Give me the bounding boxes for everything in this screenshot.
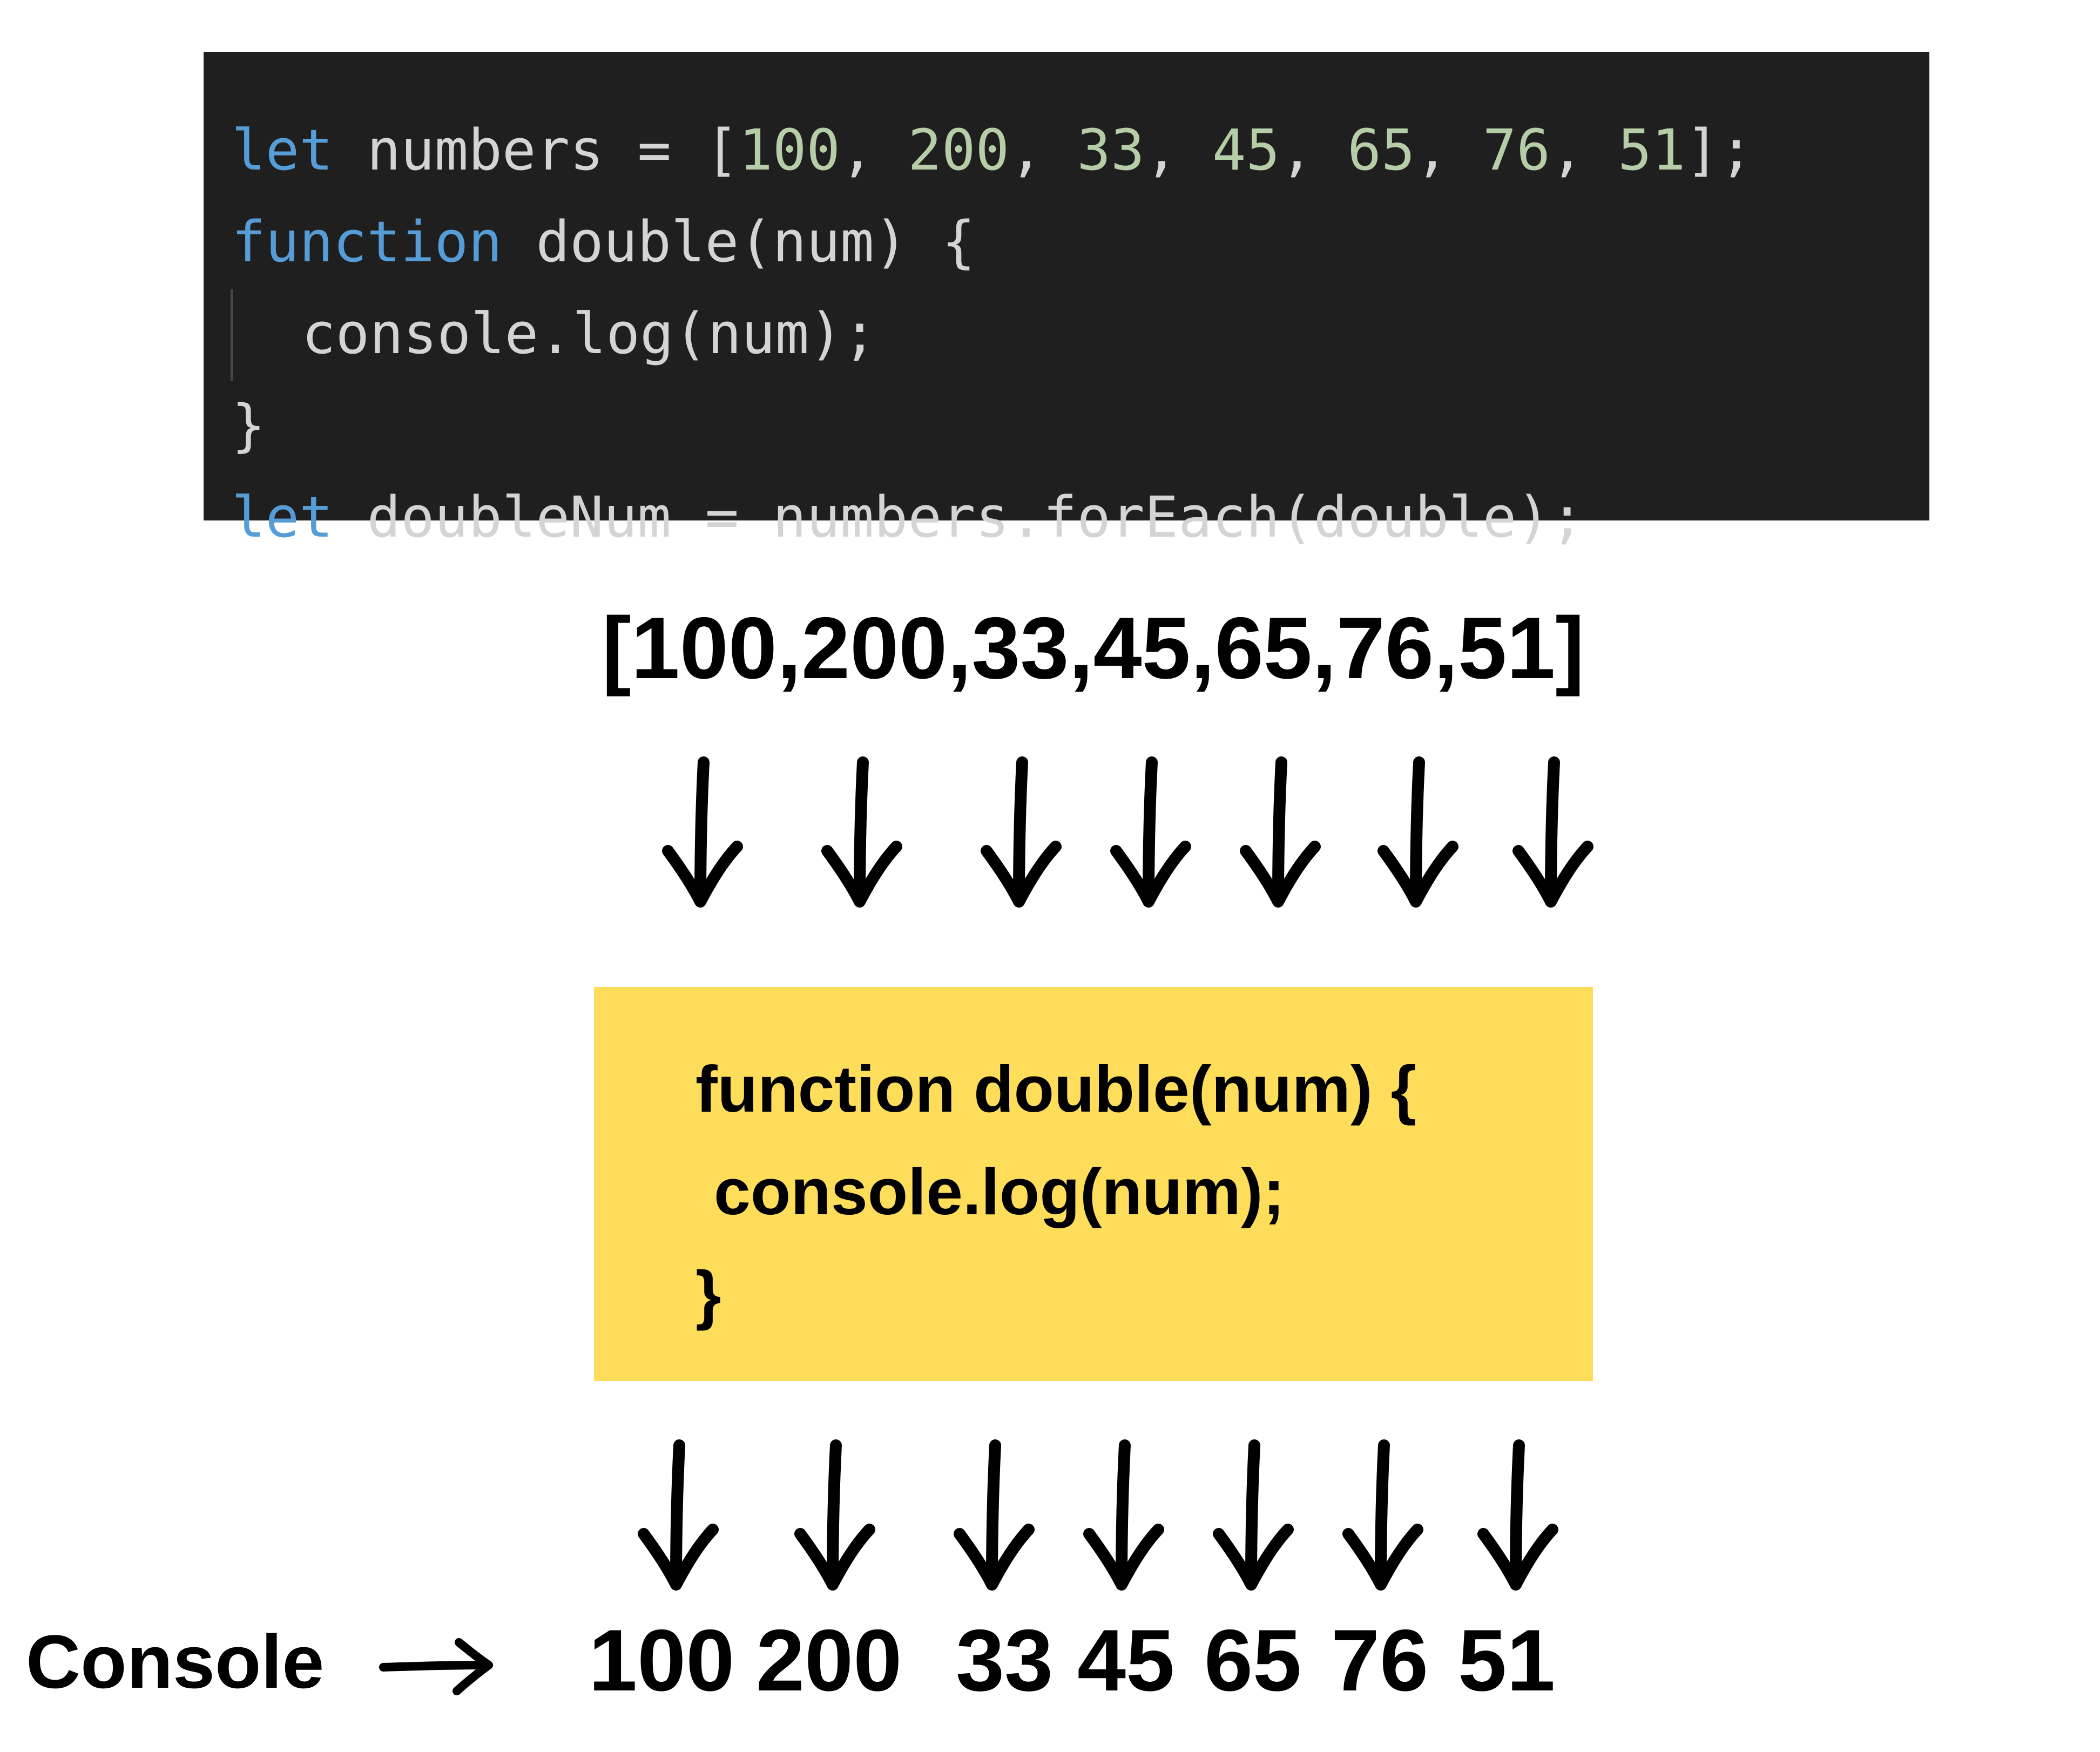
down-arrow-icon [1342, 1439, 1423, 1591]
console-value: 51 [1458, 1612, 1556, 1709]
down-arrow-icon [1213, 1439, 1294, 1591]
code-line-3: console.log(num); [302, 306, 876, 362]
down-arrow-icon [638, 1439, 719, 1591]
code-text: console.log(num); [302, 301, 877, 367]
code-number: 100 [739, 117, 841, 183]
console-value: 65 [1204, 1612, 1302, 1709]
code-text: } [232, 393, 266, 458]
code-text: , [1280, 117, 1348, 183]
function-body: console.log(num); [714, 1155, 1285, 1228]
console-label: Console [26, 1619, 325, 1704]
code-text: numbers = [ [333, 117, 739, 183]
code-text: , [840, 117, 908, 183]
down-arrow-icon [1110, 756, 1191, 908]
code-text: ]; [1685, 117, 1753, 183]
function-close-brace: } [696, 1257, 721, 1331]
function-signature: function double(num) { [696, 1052, 1416, 1126]
down-arrow-icon [1240, 756, 1321, 908]
down-arrow-icon [954, 1439, 1035, 1591]
console-output: 100 200 33 45 65 76 51 [589, 1617, 1561, 1709]
code-text: , [1009, 117, 1077, 183]
indent-guide [231, 289, 233, 381]
console-value: 33 [956, 1612, 1054, 1709]
console-value: 45 [1077, 1612, 1175, 1709]
code-text: double(num) { [502, 209, 976, 275]
code-keyword: function [232, 209, 502, 275]
code-line-4: } [232, 397, 266, 454]
code-text: , [1550, 117, 1618, 183]
code-text: , [1144, 117, 1212, 183]
down-arrow-icon [1083, 1439, 1164, 1591]
down-arrow-icon [821, 756, 902, 908]
down-arrow-icon [662, 756, 743, 908]
code-number: 45 [1212, 117, 1280, 183]
code-line-5: let doubleNum = numbers.forEach(double); [232, 489, 1584, 545]
right-arrow-icon [379, 1638, 493, 1695]
array-label: [100,200,33,45,65,76,51] [602, 599, 1585, 697]
code-number: 33 [1077, 117, 1145, 183]
code-line-1: let numbers = [100, 200, 33, 45, 65, 76,… [232, 122, 1753, 178]
console-value: 100 [589, 1612, 735, 1709]
down-arrow-icon [794, 1439, 875, 1591]
function-box: function double(num) { console.log(num);… [594, 987, 1593, 1381]
console-value: 76 [1331, 1612, 1429, 1709]
code-keyword: let [232, 484, 333, 550]
code-number: 76 [1482, 117, 1550, 183]
console-value: 200 [756, 1612, 902, 1709]
down-arrow-icon [1477, 1439, 1558, 1591]
code-number: 200 [908, 117, 1010, 183]
code-keyword: let [232, 117, 333, 183]
code-text: , [1415, 117, 1483, 183]
code-number: 51 [1618, 117, 1686, 183]
code-text: doubleNum = numbers.forEach(double); [333, 484, 1584, 550]
down-arrow-icon [981, 756, 1062, 908]
down-arrow-icon [1512, 756, 1593, 908]
code-editor-panel: let numbers = [100, 200, 33, 45, 65, 76,… [204, 52, 1929, 545]
code-number: 65 [1347, 117, 1415, 183]
code-line-2: function double(num) { [232, 214, 976, 270]
down-arrow-icon [1378, 756, 1458, 908]
